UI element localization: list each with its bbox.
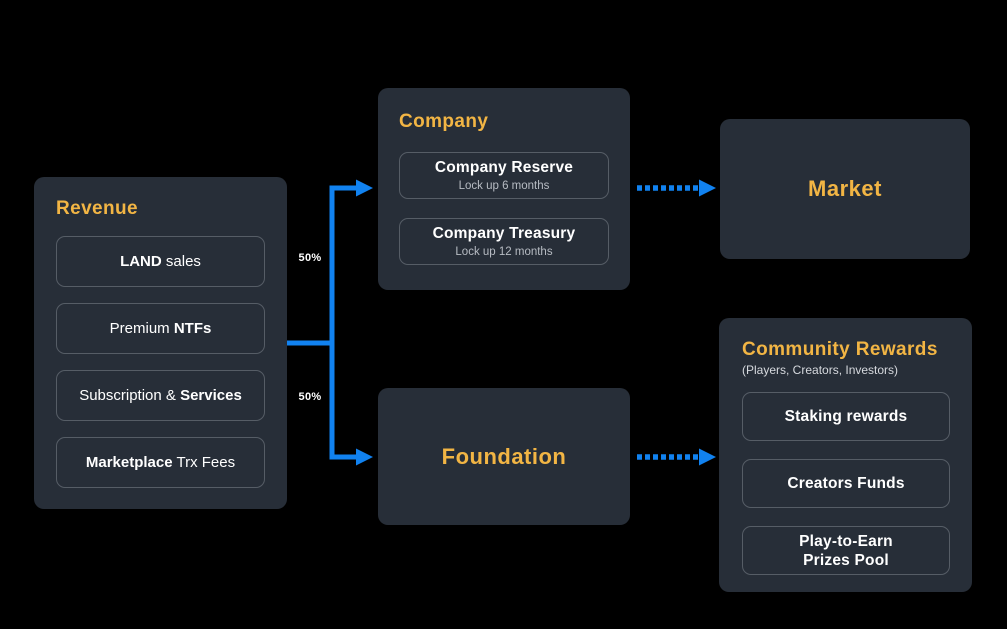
revenue-item-label: Marketplace Trx Fees [86, 453, 235, 472]
revenue-item-land-sales: LAND sales [56, 236, 265, 287]
community-rewards-title: Community Rewards [742, 339, 938, 360]
revenue-item-label: LAND sales [120, 252, 201, 271]
community-item-label: Play-to-Earn Prizes Pool [799, 532, 893, 569]
community-item-label: Staking rewards [784, 408, 908, 425]
revenue-item-subscription-services: Subscription & Services [56, 370, 265, 421]
company-node: Company Company Reserve Lock up 6 months… [378, 88, 630, 290]
label-segment: sales [161, 253, 201, 270]
label-segment: Subscription & [79, 387, 181, 404]
label-segment: Trx Fees [172, 454, 236, 471]
label-segment-bold: Services [180, 387, 242, 404]
split-percent-top-label: 50% [298, 252, 322, 264]
label-segment-bold: LAND [120, 253, 162, 270]
arrow-company-to-market [637, 179, 716, 197]
company-reserve-lockup: Lock up 6 months [458, 180, 550, 192]
community-item-staking-rewards: Staking rewards [742, 392, 950, 441]
arrowhead-to-community [699, 448, 716, 466]
revenue-title: Revenue [56, 198, 139, 219]
foundation-title: Foundation [441, 443, 567, 469]
label-segment-bold: Marketplace [85, 454, 173, 471]
market-node: Market [720, 119, 970, 259]
company-title: Company [399, 111, 489, 132]
company-reserve-label: Company Reserve [434, 159, 574, 176]
split-percent-bottom-label: 50% [298, 391, 322, 403]
community-rewards-subtitle: (Players, Creators, Investors) [742, 363, 899, 377]
arrowhead-to-market [699, 179, 716, 197]
foundation-node: Foundation [378, 388, 630, 525]
revenue-item-label: Subscription & Services [79, 386, 242, 405]
company-reserve-box: Company Reserve Lock up 6 months [399, 152, 609, 199]
arrowhead-to-foundation [356, 448, 373, 466]
arrow-revenue-split [284, 185, 356, 460]
revenue-node: Revenue LAND sales Premium NTFs Subscrip… [34, 177, 287, 509]
company-treasury-box: Company Treasury Lock up 12 months [399, 218, 609, 265]
arrowhead-to-company [356, 179, 373, 197]
community-item-label: Creators Funds [787, 475, 905, 492]
revenue-item-marketplace-trx-fees: Marketplace Trx Fees [56, 437, 265, 488]
company-treasury-label: Company Treasury [432, 225, 576, 242]
label-segment: Premium [109, 320, 174, 337]
market-title: Market [808, 176, 882, 201]
revenue-item-label: Premium NTFs [110, 319, 212, 338]
community-item-creators-funds: Creators Funds [742, 459, 950, 508]
community-rewards-node: Community Rewards (Players, Creators, In… [719, 318, 972, 592]
community-item-play-to-earn-prizes-pool: Play-to-Earn Prizes Pool [742, 526, 950, 575]
label-segment-bold: NTFs [173, 320, 212, 337]
revenue-item-premium-ntfs: Premium NTFs [56, 303, 265, 354]
company-treasury-lockup: Lock up 12 months [455, 246, 553, 258]
arrow-foundation-to-community [637, 448, 716, 466]
